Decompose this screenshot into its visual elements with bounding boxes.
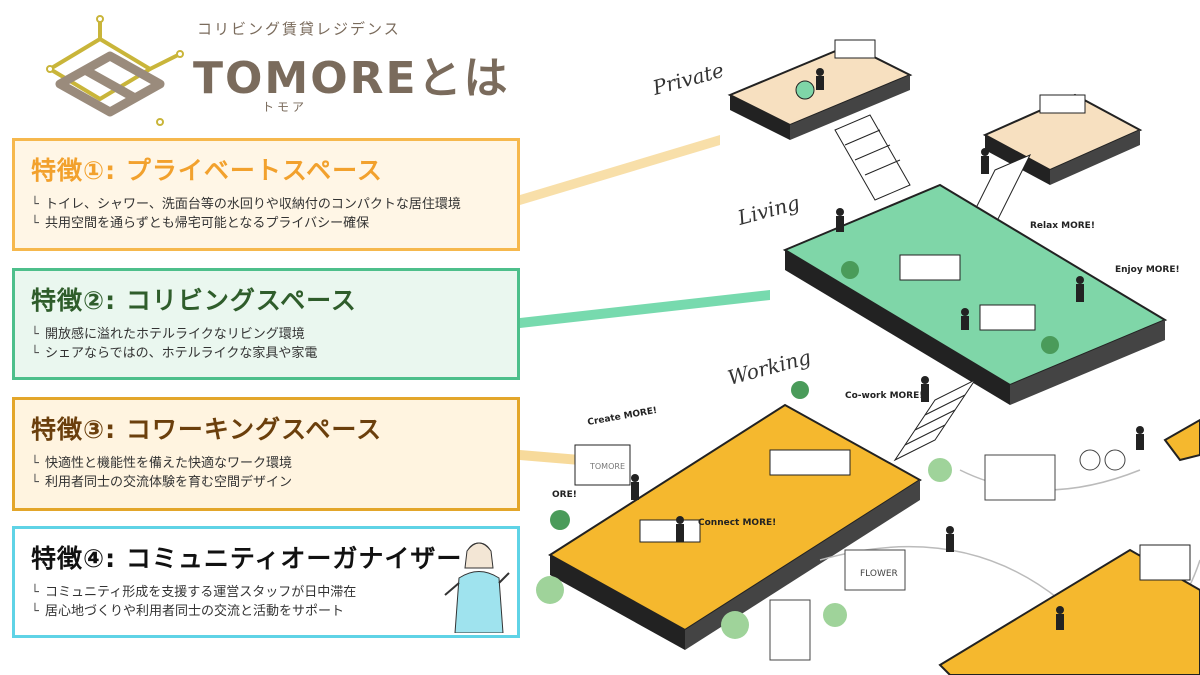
list-item: └ 居心地づくりや利用者同士の交流と活動をサポート: [31, 602, 501, 621]
feature-community-organizer: 特徴④: コミュニティオーガナイザー └ コミュニティ形成を支援する運営スタッフが…: [12, 526, 520, 638]
ore-label: ORE!: [552, 490, 577, 500]
stairs-lower: [893, 378, 977, 462]
list-item: └ 快適性と機能性を備えた快適なワーク環境: [31, 454, 501, 473]
lower-working-floor: [938, 418, 1200, 675]
feature-bullets: └ 開放感に溢れたホテルライクなリビング環境 └ シェアならではの、ホテルライクな家…: [31, 325, 501, 363]
title-reading: トモア: [262, 100, 308, 114]
private-connector: [520, 135, 720, 205]
list-item: └ 開放感に溢れたホテルライクなリビング環境: [31, 325, 501, 344]
bullet-text: 居心地づくりや利用者同士の交流と活動をサポート: [45, 604, 345, 619]
bullet-glyph: └: [31, 585, 39, 600]
working-connector: [520, 450, 580, 465]
bullet-glyph: └: [31, 346, 39, 361]
feature-bullets: └ 快適性と機能性を備えた快適なワーク環境 └ 利用者同士の交流体験を育む空間デザイ…: [31, 454, 501, 492]
building-illustration: Private Living Relax MORE! Enjoy MORE! T…: [520, 39, 1200, 675]
bullet-text: 共用空間を通らずとも帰宅可能となるプライバシー確保: [45, 216, 370, 231]
list-item: └ シェアならではの、ホテルライクな家具や家電: [31, 344, 501, 363]
shop-label: FLOWER: [860, 569, 898, 579]
bullet-text: 利用者同士の交流体験を育む空間デザイン: [45, 475, 293, 490]
bullet-glyph: └: [31, 216, 39, 231]
feature-coliving-space: 特徴②: コリビングスペース └ 開放感に溢れたホテルライクなリビング環境 └ シェ…: [12, 268, 520, 380]
street-scene: FLOWER: [536, 449, 1200, 661]
feature-private-space: 特徴①: プライベートスペース └ トイレ、シャワー、洗面台等の水回りや収納付のコ…: [12, 138, 520, 251]
bullet-glyph: └: [31, 475, 39, 490]
private-label: Private: [649, 58, 726, 100]
bullet-text: コミュニティ形成を支援する運営スタッフが日中滞在: [45, 585, 357, 600]
living-connector: [520, 290, 770, 328]
header-subtitle: コリビング賃貸レジデンス: [197, 20, 401, 38]
bullet-text: 快適性と機能性を備えた快適なワーク環境: [45, 456, 293, 471]
bullet-glyph: └: [31, 456, 39, 471]
bullet-text: シェアならではの、ホテルライクな家具や家電: [45, 346, 318, 361]
bullet-text: トイレ、シャワー、洗面台等の水回りや収納付のコンパクトな居住環境: [45, 197, 461, 212]
create-label: Create MORE!: [587, 406, 658, 428]
relax-label: Relax MORE!: [1030, 221, 1095, 231]
list-item: └ コミュニティ形成を支援する運営スタッフが日中滞在: [31, 583, 501, 602]
private-floor: [727, 39, 1143, 185]
feature-bullets: └ コミュニティ形成を支援する運営スタッフが日中滞在 └ 居心地づくりや利用者同士の…: [31, 583, 501, 621]
list-item: └ 利用者同士の交流体験を育む空間デザイン: [31, 473, 501, 492]
bullet-glyph: └: [31, 327, 39, 342]
feature-title: 特徴①: プライベートスペース: [31, 156, 383, 185]
feature-title: 特徴②: コリビングスペース: [31, 286, 357, 315]
enjoy-label: Enjoy MORE!: [1115, 265, 1180, 275]
living-floor: [782, 183, 1168, 405]
list-item: └ トイレ、シャワー、洗面台等の水回りや収納付のコンパクトな居住環境: [31, 195, 501, 214]
page-title: TOMOREとは: [193, 53, 510, 104]
feature-bullets: └ トイレ、シャワー、洗面台等の水回りや収納付のコンパクトな居住環境 └ 共用空間を…: [31, 195, 501, 233]
bullet-glyph: └: [31, 604, 39, 619]
living-label: Living: [734, 190, 802, 230]
feature-coworking-space: 特徴③: コワーキングスペース └ 快適性と機能性を備えた快適なワーク環境 └ 利用…: [12, 397, 520, 511]
organizer-person-icon: [444, 542, 510, 633]
screen-label: TOMORE: [589, 462, 625, 471]
tomore-logo: [46, 15, 184, 126]
people: [631, 68, 1144, 630]
list-item: └ 共用空間を通らずとも帰宅可能となるプライバシー確保: [31, 214, 501, 233]
cowork-label: Co-work MORE!: [845, 391, 923, 401]
working-floor: TOMORE: [548, 381, 922, 650]
connect-label: Connect MORE!: [698, 518, 776, 528]
bullet-text: 開放感に溢れたホテルライクなリビング環境: [45, 327, 305, 342]
bullet-glyph: └: [31, 197, 39, 212]
feature-title: 特徴③: コワーキングスペース: [31, 415, 383, 444]
feature-title: 特徴④: コミュニティオーガナイザー: [31, 544, 463, 573]
